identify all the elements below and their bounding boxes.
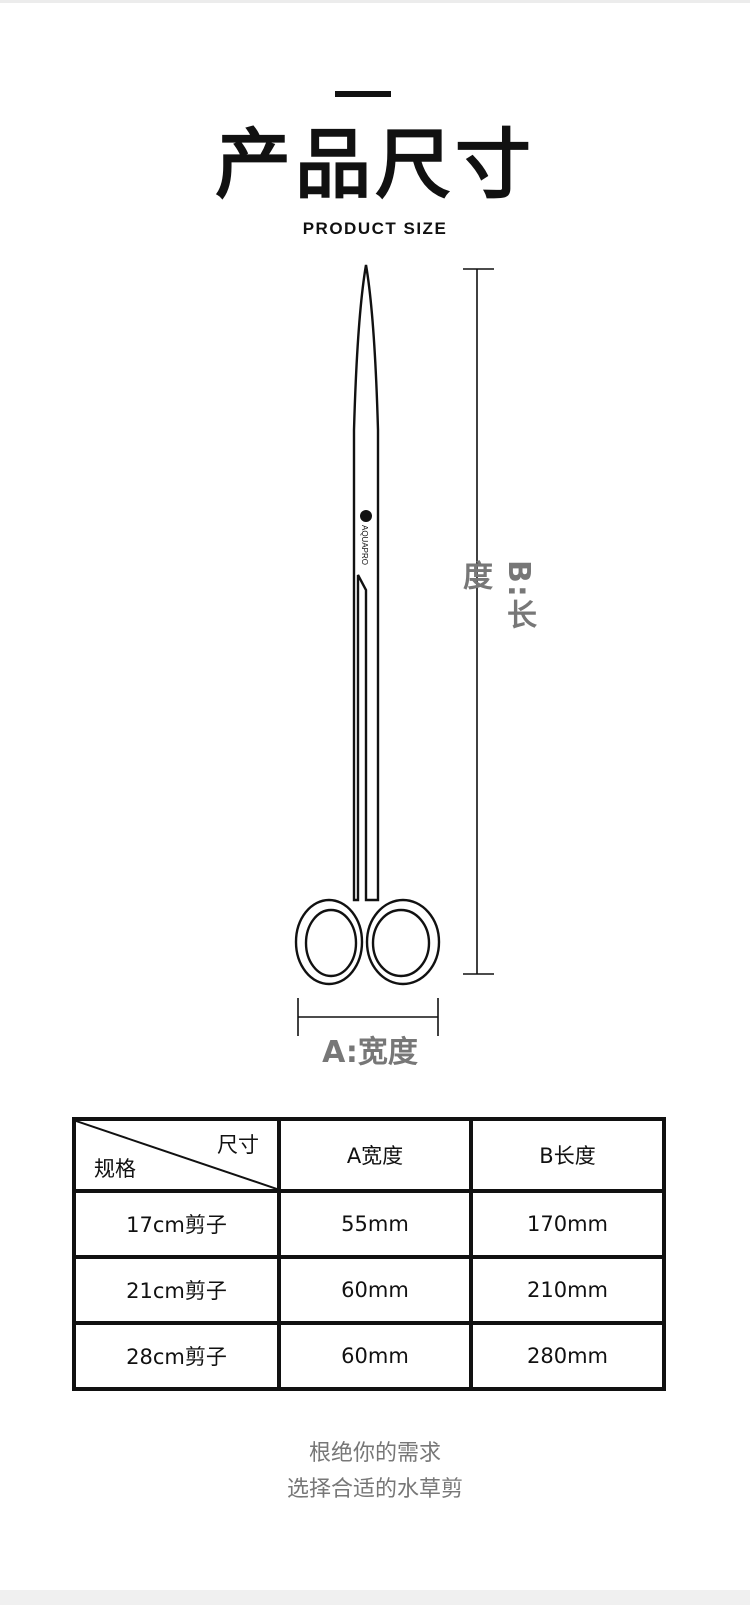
- cell-length: 170mm: [469, 1189, 666, 1259]
- footer-text: 根绝你的需求 选择合适的水草剪: [0, 1436, 750, 1508]
- left-ring-inner: [304, 908, 358, 978]
- corner-label-size: 尺寸: [217, 1133, 259, 1157]
- width-label: A:宽度: [322, 1035, 418, 1070]
- size-table: 尺寸 规格 A宽度 B长度 17cm剪子 55mm 170mm 21cm剪子 6…: [72, 1117, 666, 1391]
- right-ring-inner: [371, 908, 431, 978]
- cell-length: 210mm: [469, 1255, 666, 1325]
- length-label: B:长度: [457, 560, 536, 631]
- top-divider: [0, 0, 750, 3]
- cell-spec: 21cm剪子: [72, 1255, 281, 1325]
- corner-header-cell: 尺寸 规格: [72, 1117, 281, 1193]
- table-row: 28cm剪子 60mm 280mm: [72, 1321, 666, 1391]
- left-ring-outer: [294, 898, 364, 986]
- bottom-divider: [0, 1590, 750, 1605]
- brand-logo-icon: [360, 510, 372, 522]
- diagonal-divider: [76, 1121, 277, 1189]
- scissors-drawing: AQUAPRO: [0, 250, 750, 1090]
- right-ring-outer: [365, 898, 441, 986]
- cell-width: 55mm: [277, 1189, 473, 1259]
- brand-text: AQUAPRO: [360, 525, 369, 565]
- page-title: 产品尺寸: [215, 120, 535, 209]
- corner-label-spec: 规格: [94, 1157, 136, 1181]
- column-header-length: B长度: [469, 1117, 666, 1193]
- cell-width: 60mm: [277, 1255, 473, 1325]
- table-header-row: 尺寸 规格 A宽度 B长度: [72, 1117, 666, 1193]
- scissors-blade-outline: [352, 264, 380, 902]
- cell-width: 60mm: [277, 1321, 473, 1391]
- table-row: 21cm剪子 60mm 210mm: [72, 1255, 666, 1325]
- column-header-width: A宽度: [277, 1117, 473, 1193]
- cell-spec: 17cm剪子: [72, 1189, 281, 1259]
- title-dash: [335, 91, 391, 97]
- table-row: 17cm剪子 55mm 170mm: [72, 1189, 666, 1259]
- cell-length: 280mm: [469, 1321, 666, 1391]
- footer-line-1: 根绝你的需求: [308, 1441, 441, 1466]
- footer-line-2: 选择合适的水草剪: [286, 1477, 463, 1502]
- scissors-illustration: AQUAPRO: [294, 264, 494, 1036]
- cell-spec: 28cm剪子: [72, 1321, 281, 1391]
- page-subtitle: PRODUCT SIZE: [302, 219, 448, 238]
